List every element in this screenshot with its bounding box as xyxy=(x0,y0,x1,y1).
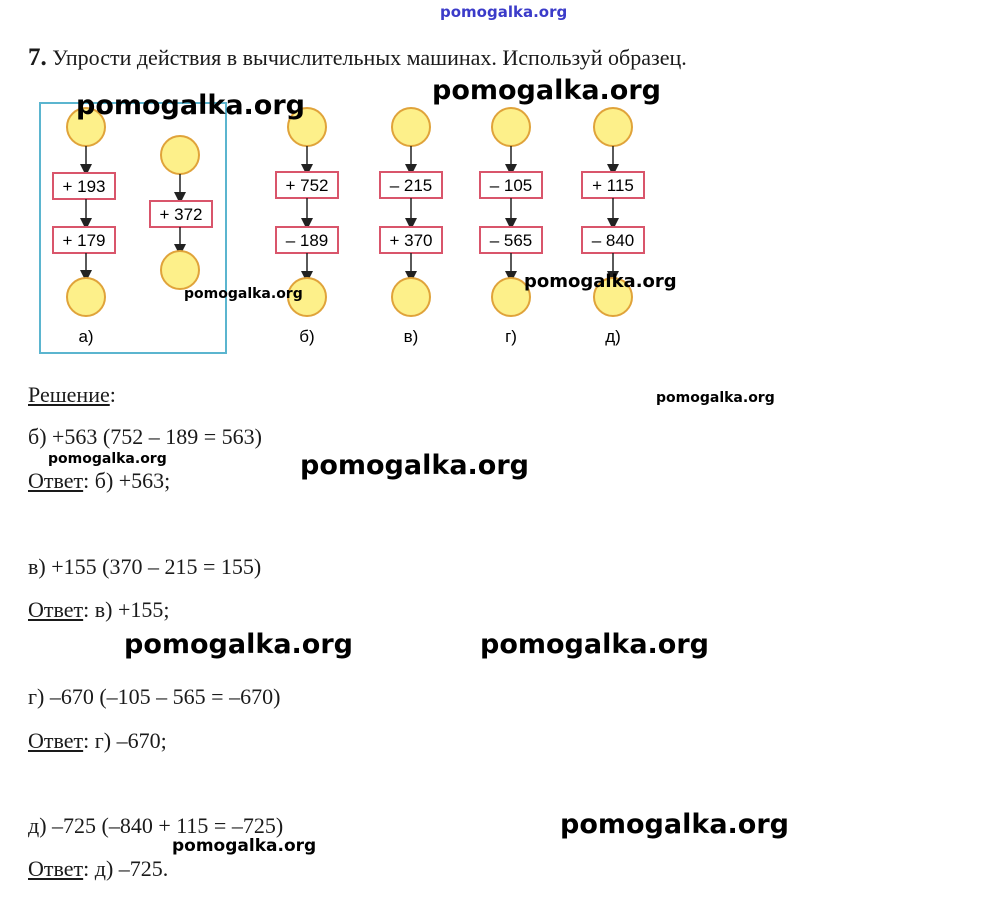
answer-word: Ответ xyxy=(28,856,84,881)
sample-frame xyxy=(39,102,227,354)
answer-word: Ответ xyxy=(28,728,84,753)
watermark: pomogalka.org xyxy=(656,390,775,406)
answer-word: Ответ xyxy=(28,597,84,622)
op-label: + 115 xyxy=(592,176,634,195)
op-label: – 565 xyxy=(490,231,533,250)
task-text: Упрости действия в вычислительных машина… xyxy=(52,45,687,70)
op-label: + 193 xyxy=(62,177,105,196)
machines-diagram: + 193 + 179 а) + 372 + 752 – 189 б) – 21… xyxy=(39,102,645,354)
output-circle xyxy=(160,250,200,290)
solution-heading: Решение: xyxy=(28,382,116,408)
machine-label: а) xyxy=(78,327,93,346)
op-label: + 372 xyxy=(159,205,202,224)
answer-g: Ответ: г) –670; xyxy=(28,728,167,754)
answer-b: Ответ: б) +563; xyxy=(28,468,170,494)
solution-heading-colon: : xyxy=(109,382,116,407)
op-box xyxy=(479,226,543,254)
op-label: – 105 xyxy=(490,176,533,195)
solution-line-g: г) –670 (–105 – 565 = –670) xyxy=(28,684,281,709)
output-circle xyxy=(66,277,106,317)
answer-text: : б) +563; xyxy=(83,468,171,493)
op-box xyxy=(379,226,443,254)
watermark: pomogalka.org xyxy=(524,271,677,292)
op-box xyxy=(379,171,443,199)
op-box xyxy=(149,200,213,228)
op-box xyxy=(275,171,339,199)
answer-v: Ответ: в) +155; xyxy=(28,597,170,623)
watermark: pomogalka.org xyxy=(480,629,709,660)
answer-word: Ответ xyxy=(28,468,84,493)
input-circle xyxy=(391,107,431,147)
input-circle xyxy=(491,107,531,147)
watermark: pomogalka.org xyxy=(76,90,305,121)
machine-label: в) xyxy=(404,327,419,346)
solution-heading-word: Решение xyxy=(28,382,110,407)
op-label: + 179 xyxy=(62,231,105,250)
watermark: pomogalka.org xyxy=(48,451,167,467)
solution-line-v: в) +155 (370 – 215 = 155) xyxy=(28,554,262,579)
answer-text: : в) +155; xyxy=(83,597,170,622)
op-label: + 752 xyxy=(285,176,328,195)
machine-v: – 215 + 370 в) xyxy=(379,107,443,346)
machine-label: г) xyxy=(505,327,517,346)
machine-b: + 752 – 189 б) xyxy=(275,107,339,346)
task-title: 7. Упрости действия в вычислительных маш… xyxy=(28,44,687,72)
op-label: – 215 xyxy=(390,176,433,195)
output-circle xyxy=(491,277,531,317)
machine-a-sample: + 372 xyxy=(149,135,213,290)
output-circle xyxy=(593,277,633,317)
input-circle xyxy=(593,107,633,147)
op-box xyxy=(275,226,339,254)
watermark: pomogalka.org xyxy=(300,450,529,481)
op-label: – 189 xyxy=(286,231,329,250)
solution-line-b: б) +563 (752 – 189 = 563) xyxy=(28,424,262,449)
answer-d: Ответ: д) –725. xyxy=(28,856,168,882)
watermark-top: pomogalka.org xyxy=(440,3,568,21)
machine-a: + 193 + 179 а) xyxy=(52,107,116,346)
solution-line-d: д) –725 (–840 + 115 = –725) xyxy=(28,813,284,838)
op-label: + 370 xyxy=(389,231,432,250)
input-circle xyxy=(160,135,200,175)
op-box xyxy=(52,172,116,200)
watermark: pomogalka.org xyxy=(184,286,303,302)
watermark: pomogalka.org xyxy=(560,809,789,840)
answer-text: : г) –670; xyxy=(83,728,167,753)
watermark: pomogalka.org xyxy=(124,629,353,660)
output-circle xyxy=(391,277,431,317)
watermark: pomogalka.org xyxy=(172,836,317,856)
answer-text: : д) –725. xyxy=(83,856,169,881)
machine-g: – 105 – 565 г) xyxy=(479,107,543,346)
output-circle xyxy=(287,277,327,317)
task-number: 7. xyxy=(28,44,47,71)
op-label: – 840 xyxy=(592,231,635,250)
machine-d: + 115 – 840 д) xyxy=(581,107,645,346)
machine-label: д) xyxy=(605,327,621,346)
machine-label: б) xyxy=(299,327,314,346)
op-box xyxy=(52,226,116,254)
watermark: pomogalka.org xyxy=(432,75,661,106)
